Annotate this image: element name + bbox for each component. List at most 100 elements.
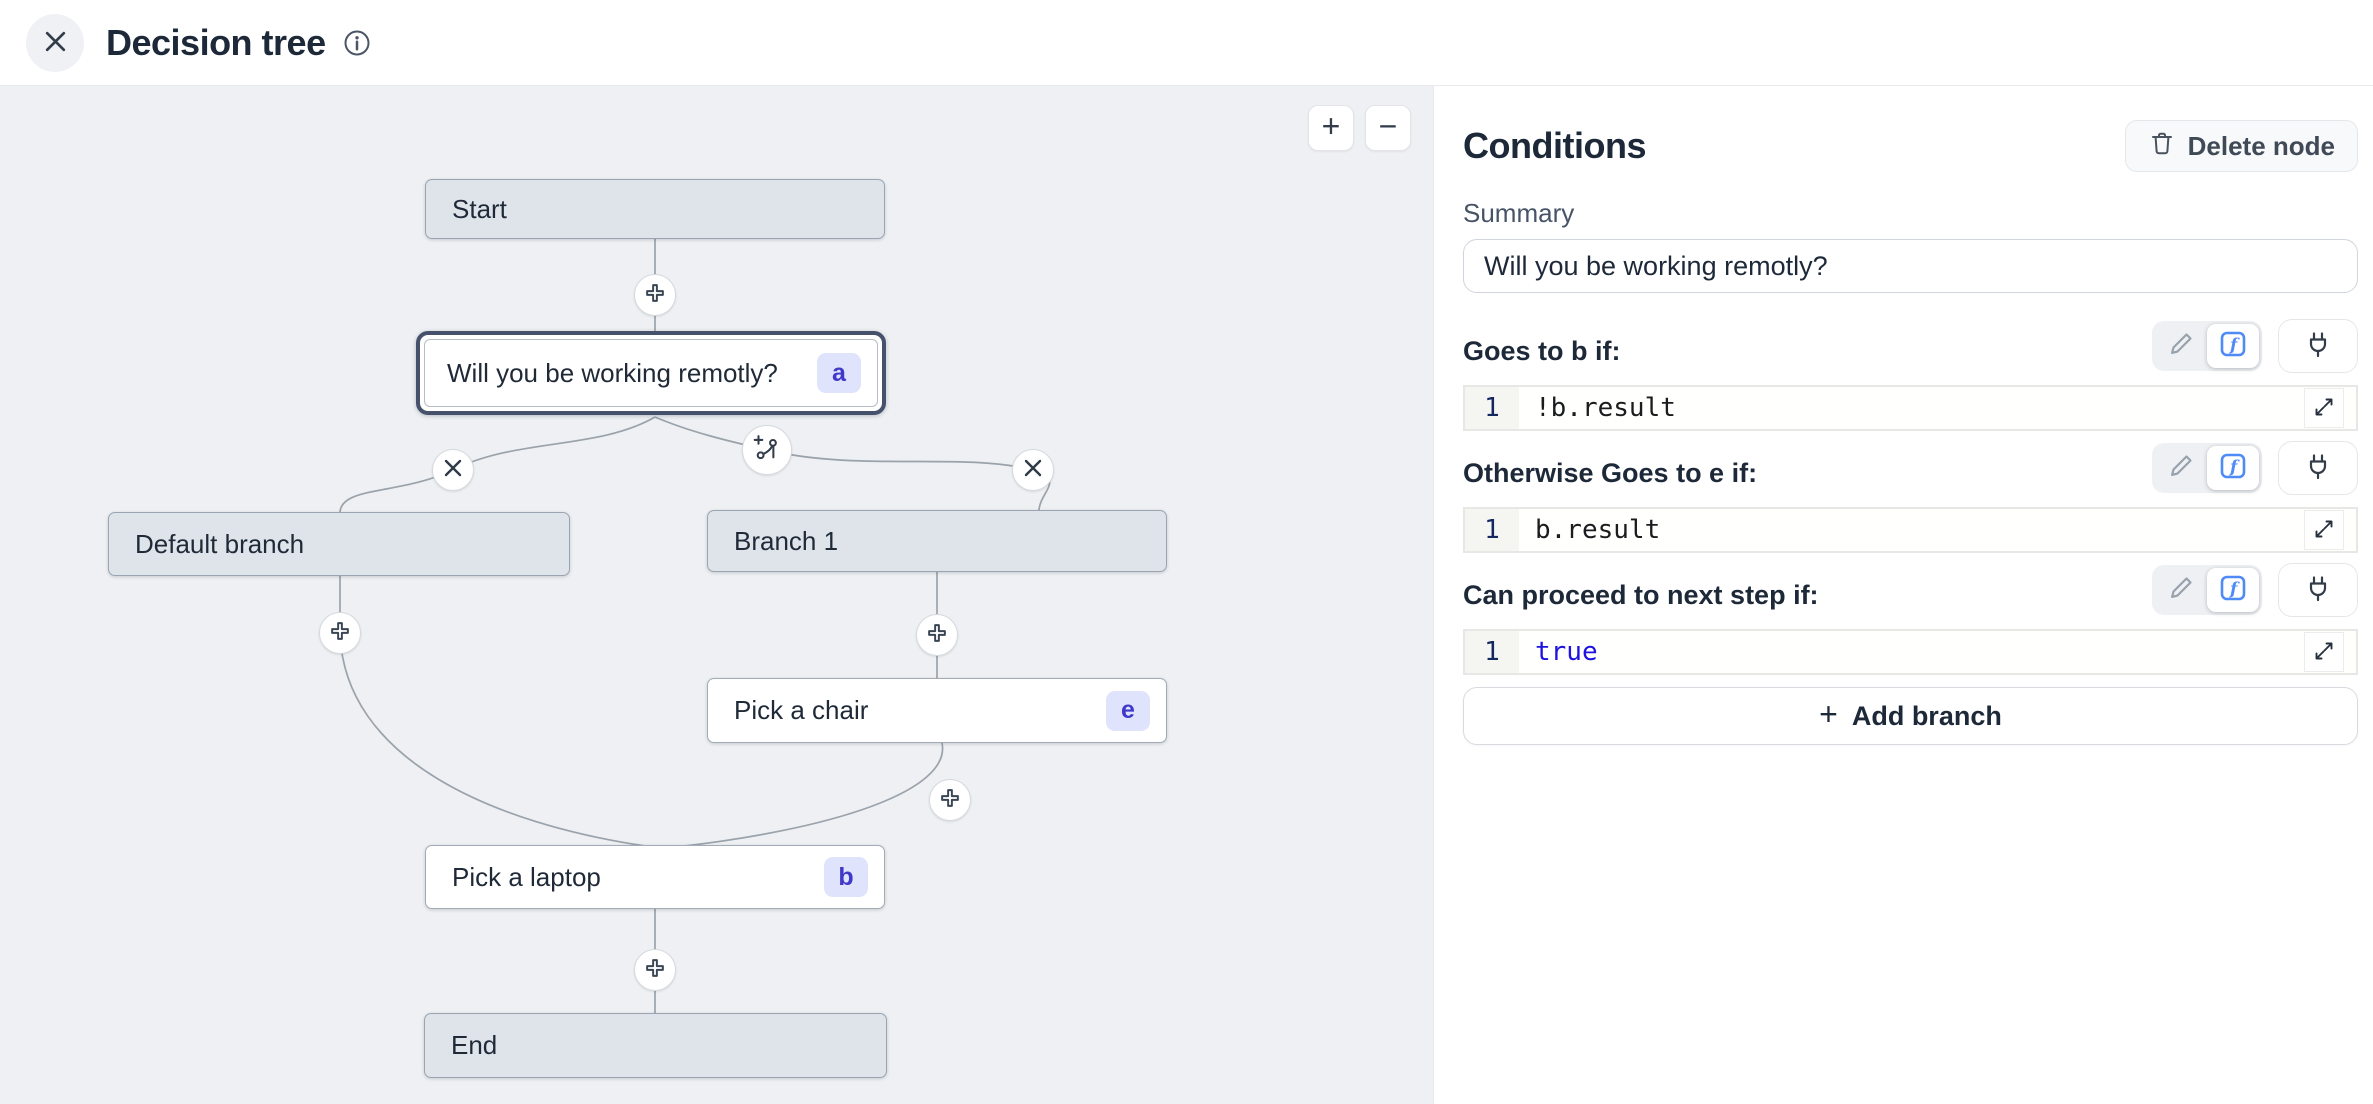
expand-icon bbox=[2312, 395, 2336, 422]
plug-button[interactable] bbox=[2278, 319, 2358, 373]
code-editor-goes-to-b[interactable]: 1 !b.result bbox=[1463, 385, 2358, 431]
text-mode-button[interactable] bbox=[2155, 446, 2207, 490]
add-branch-connector-button[interactable] bbox=[742, 425, 792, 475]
plug-button[interactable] bbox=[2278, 563, 2358, 617]
flow-canvas[interactable]: Start Will you be working remotly? a Def… bbox=[0, 86, 1433, 1104]
insert-node-button-after-pick-chair[interactable] bbox=[929, 779, 971, 821]
add-branch-icon bbox=[750, 431, 784, 470]
node-default-branch[interactable]: Default branch bbox=[108, 512, 570, 576]
panel-header: Conditions Delete node bbox=[1463, 120, 2358, 172]
zoom-controls: + − bbox=[1308, 105, 1411, 151]
code-editor-otherwise-goes-to-e[interactable]: 1 b.result bbox=[1463, 507, 2358, 553]
page-title: Decision tree bbox=[106, 21, 326, 63]
plug-button[interactable] bbox=[2278, 441, 2358, 495]
info-icon[interactable] bbox=[342, 28, 372, 58]
editor-mode-toggle: f bbox=[2152, 321, 2262, 371]
delete-node-button[interactable]: Delete node bbox=[2124, 120, 2358, 172]
insert-node-button-after-default-branch[interactable] bbox=[319, 612, 361, 654]
node-question-inner: Will you be working remotly? a bbox=[424, 339, 878, 407]
expand-editor-button[interactable] bbox=[2304, 632, 2344, 672]
function-icon: f bbox=[2218, 573, 2248, 608]
svg-text:f: f bbox=[2229, 579, 2240, 599]
plus-outline-icon bbox=[640, 278, 670, 313]
plug-icon bbox=[2302, 329, 2334, 364]
condition-row-otherwise-goes-to-e: Otherwise Goes to e if: f bbox=[1463, 441, 2358, 553]
node-end-label: End bbox=[451, 1030, 498, 1060]
pencil-icon bbox=[2167, 452, 2195, 485]
node-end[interactable]: End bbox=[424, 1013, 887, 1078]
x-icon bbox=[442, 457, 464, 484]
svg-text:f: f bbox=[2229, 457, 2240, 477]
function-mode-button[interactable]: f bbox=[2207, 446, 2259, 490]
condition-label: Can proceed to next step if: bbox=[1463, 580, 1819, 610]
node-start[interactable]: Start bbox=[425, 179, 885, 239]
zoom-out-button[interactable]: − bbox=[1365, 105, 1411, 151]
condition-row-goes-to-b: Goes to b if: f bbox=[1463, 319, 2358, 431]
code-line[interactable]: true bbox=[1535, 637, 1598, 667]
condition-head: Otherwise Goes to e if: f bbox=[1463, 441, 2358, 495]
insert-node-button-after-pick-laptop[interactable] bbox=[634, 949, 676, 991]
expand-editor-button[interactable] bbox=[2304, 388, 2344, 428]
node-start-label: Start bbox=[452, 193, 507, 224]
insert-node-button-after-branch-1[interactable] bbox=[916, 614, 958, 656]
minus-icon: − bbox=[1378, 108, 1398, 144]
node-question-label: Will you be working remotly? bbox=[447, 357, 778, 388]
node-pick-chair-label: Pick a chair bbox=[734, 695, 869, 725]
insert-node-button-after-start[interactable] bbox=[634, 274, 676, 316]
node-pick-laptop-badge: b bbox=[824, 857, 868, 897]
remove-branch-left-button[interactable] bbox=[432, 449, 474, 491]
conditions-panel: Conditions Delete node Summary Will you … bbox=[1433, 86, 2373, 1104]
summary-input[interactable]: Will you be working remotly? bbox=[1463, 239, 2358, 293]
main-split: Start Will you be working remotly? a Def… bbox=[0, 86, 2373, 1104]
node-question-badge: a bbox=[817, 353, 861, 393]
plus-outline-icon bbox=[325, 616, 355, 651]
node-pick-chair[interactable]: Pick a chair e bbox=[707, 678, 1167, 743]
expand-editor-button[interactable] bbox=[2304, 510, 2344, 550]
function-mode-button[interactable]: f bbox=[2207, 568, 2259, 612]
remove-branch-right-button[interactable] bbox=[1012, 449, 1054, 491]
add-branch-label: Add branch bbox=[1851, 700, 2002, 731]
close-button[interactable] bbox=[26, 13, 84, 72]
pencil-icon bbox=[2167, 330, 2195, 363]
condition-label: Otherwise Goes to e if: bbox=[1463, 458, 1758, 488]
zoom-in-button[interactable]: + bbox=[1308, 105, 1354, 151]
function-icon: f bbox=[2218, 329, 2248, 364]
text-mode-button[interactable] bbox=[2155, 324, 2207, 368]
condition-head: Goes to b if: f bbox=[1463, 319, 2358, 373]
code-line[interactable]: b.result bbox=[1535, 515, 1661, 545]
line-number: 1 bbox=[1465, 387, 1519, 429]
plus-outline-icon bbox=[640, 953, 670, 988]
edge-chair-laptop bbox=[675, 742, 944, 848]
function-mode-button[interactable]: f bbox=[2207, 324, 2259, 368]
node-branch-1-label: Branch 1 bbox=[734, 525, 839, 556]
editor-mode-toggle: f bbox=[2152, 565, 2262, 615]
condition-controls: f bbox=[2152, 319, 2358, 373]
add-branch-button[interactable]: + Add branch bbox=[1463, 687, 2358, 745]
condition-row-can-proceed: Can proceed to next step if: f bbox=[1463, 563, 2358, 675]
node-branch-1[interactable]: Branch 1 bbox=[707, 510, 1167, 572]
edges bbox=[339, 239, 1051, 1013]
edge-question-branch1 bbox=[766, 449, 1051, 511]
code-line[interactable]: !b.result bbox=[1535, 393, 1676, 423]
edge-default-laptop bbox=[339, 632, 653, 848]
node-default-branch-label: Default branch bbox=[135, 528, 305, 559]
node-pick-laptop[interactable]: Pick a laptop b bbox=[425, 845, 885, 909]
expand-icon bbox=[2312, 639, 2336, 666]
line-number: 1 bbox=[1465, 631, 1519, 673]
panel-title: Conditions bbox=[1463, 125, 1646, 166]
node-question-selected[interactable]: Will you be working remotly? a bbox=[416, 331, 886, 415]
top-bar: Decision tree bbox=[0, 0, 2373, 86]
text-mode-button[interactable] bbox=[2155, 568, 2207, 612]
editor-mode-toggle: f bbox=[2152, 443, 2262, 493]
plus-icon: + bbox=[1321, 108, 1341, 144]
svg-text:f: f bbox=[2229, 335, 2240, 355]
line-number: 1 bbox=[1465, 509, 1519, 551]
close-icon bbox=[42, 28, 69, 58]
plus-outline-icon bbox=[935, 783, 965, 818]
edge-question-default bbox=[339, 416, 656, 513]
function-icon: f bbox=[2218, 451, 2248, 486]
plug-icon bbox=[2302, 573, 2334, 608]
code-editor-can-proceed[interactable]: 1 true bbox=[1463, 629, 2358, 675]
condition-label: Goes to b if: bbox=[1463, 336, 1621, 366]
